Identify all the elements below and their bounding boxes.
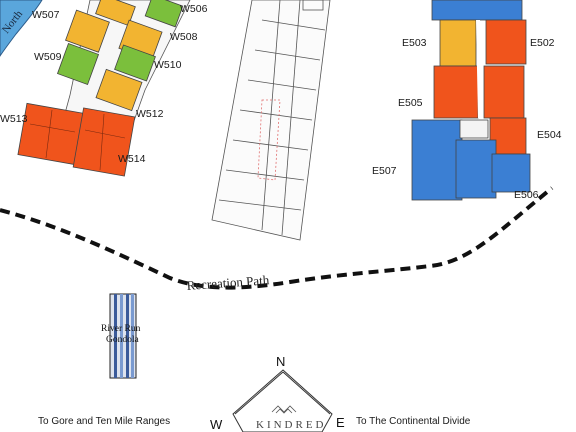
compass-north: N <box>276 354 285 369</box>
gondola: River Run Gondola <box>101 293 141 379</box>
unit-e503[interactable]: E503 <box>402 37 427 49</box>
west-unit-labels: W507 W506 W509 W508 W510 W512 W513 W514 <box>0 3 208 165</box>
compass: N W E KINDRED <box>210 354 345 432</box>
east-direction-label: To The Continental Divide <box>356 416 471 427</box>
west-direction-label: To Gore and Ten Mile Ranges <box>38 416 170 427</box>
gondola-label-line2: Gondola <box>106 335 140 345</box>
kindred-logo-icon <box>271 405 297 414</box>
unit-w514[interactable]: W514 <box>118 153 146 165</box>
unit-w513[interactable]: W513 <box>0 113 28 125</box>
compass-east: E <box>336 415 345 430</box>
center-building <box>211 0 331 241</box>
recreation-path: Recreation Path <box>0 186 554 293</box>
east-unit-labels: E503 E502 E505 E504 E507 E506 <box>372 37 562 201</box>
west-building <box>17 0 191 177</box>
unit-e506[interactable]: E506 <box>514 189 539 201</box>
compass-west: W <box>210 417 223 432</box>
gondola-label-line1: River Run <box>101 324 141 334</box>
unit-w509[interactable]: W509 <box>34 51 62 63</box>
unit-w512[interactable]: W512 <box>136 108 164 120</box>
unit-e504[interactable]: E504 <box>537 129 562 141</box>
unit-w510[interactable]: W510 <box>154 59 182 71</box>
unit-e507[interactable]: E507 <box>372 165 397 177</box>
unit-w506[interactable]: W506 <box>180 3 208 15</box>
unit-e505[interactable]: E505 <box>398 97 423 109</box>
unit-w507[interactable]: W507 <box>32 9 60 21</box>
unit-e502[interactable]: E502 <box>530 37 555 49</box>
compass-brand: KINDRED <box>256 419 327 431</box>
unit-w508[interactable]: W508 <box>170 31 198 43</box>
east-building <box>411 0 531 201</box>
recreation-path-label: Recreation Path <box>186 272 270 293</box>
